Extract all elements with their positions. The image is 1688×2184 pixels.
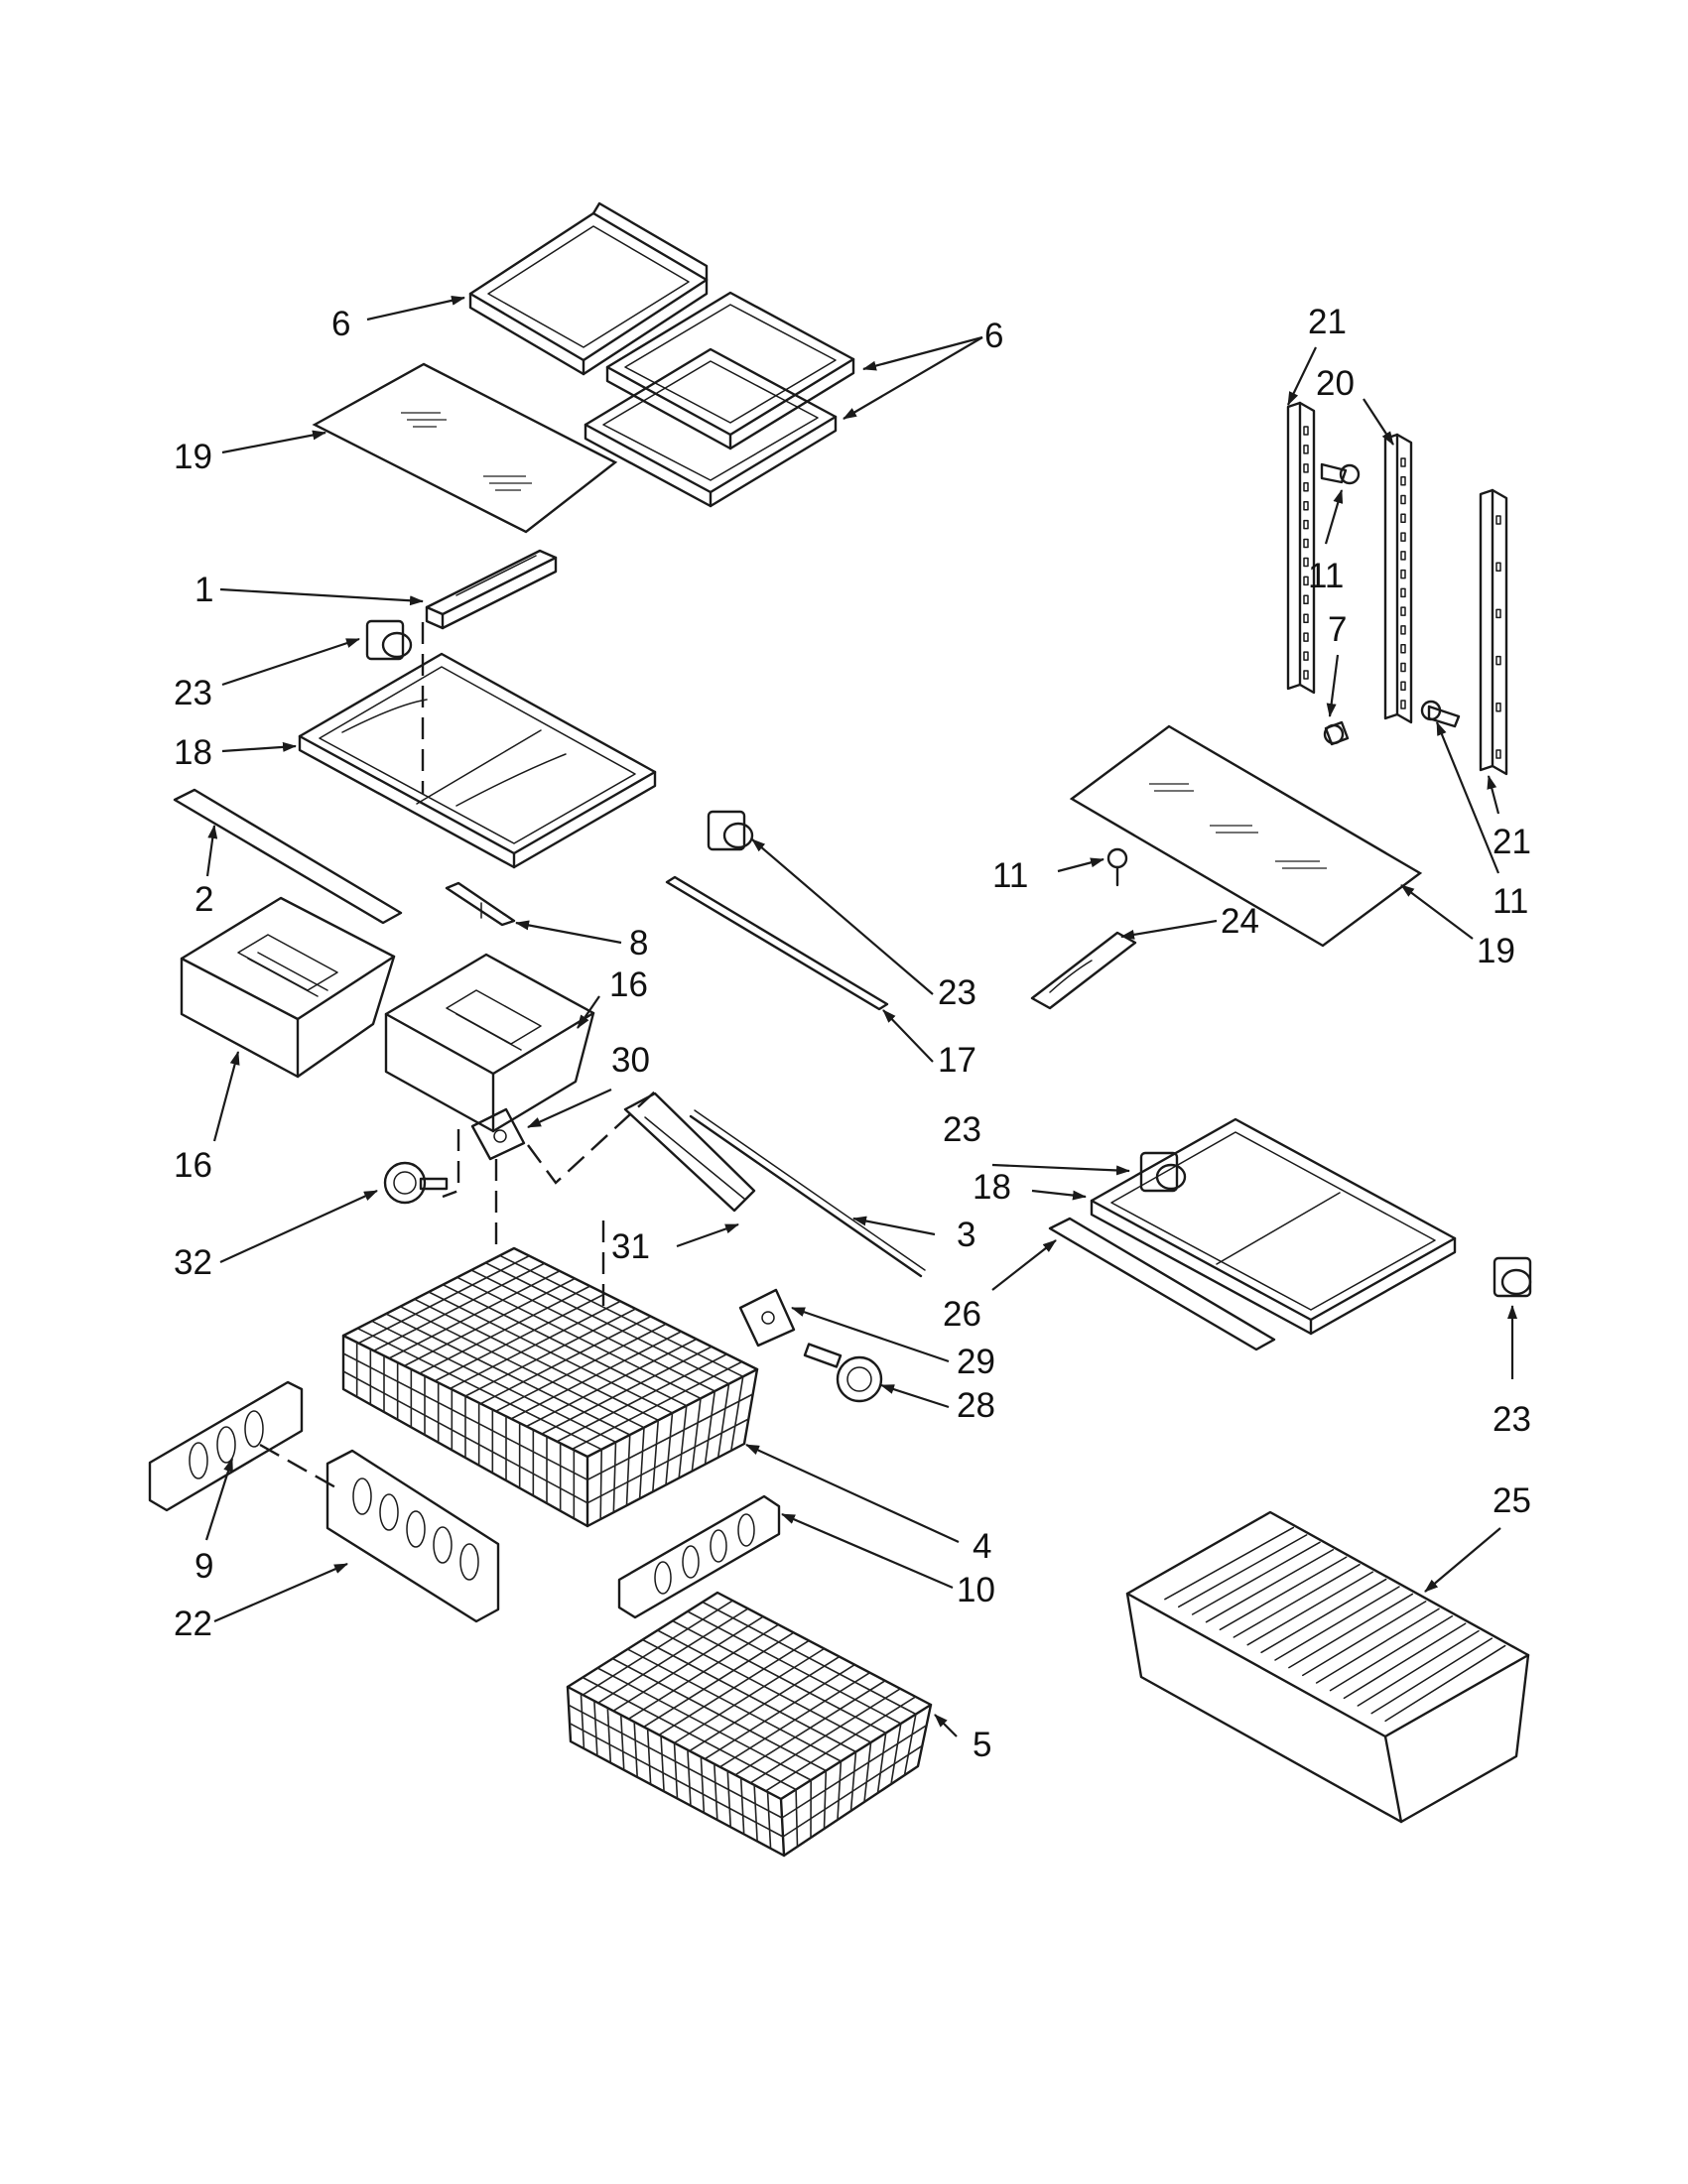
callout-8: 8 bbox=[629, 924, 648, 963]
callout-16: 16 bbox=[174, 1146, 212, 1185]
callout-11: 11 bbox=[992, 856, 1028, 895]
part-shelf-frame-right-bottom bbox=[584, 347, 838, 508]
part-bracket-30 bbox=[470, 1107, 526, 1161]
part-crisper-cover-left bbox=[298, 652, 657, 869]
callout-2: 2 bbox=[195, 880, 213, 919]
callout-23: 23 bbox=[943, 1110, 981, 1149]
callout-22: 22 bbox=[174, 1605, 212, 1643]
part-divider-rail bbox=[425, 549, 558, 630]
part-rail-21-right bbox=[1479, 488, 1508, 776]
callout-24: 24 bbox=[1221, 902, 1259, 941]
part-end-cap-10 bbox=[617, 1494, 781, 1619]
callout-5: 5 bbox=[973, 1726, 991, 1764]
part-screw-11-upper bbox=[1320, 462, 1361, 485]
part-shelf-frame-upper bbox=[468, 201, 709, 376]
callout-18: 18 bbox=[973, 1168, 1011, 1207]
part-crisper-drawer-right bbox=[384, 953, 595, 1133]
part-bracket-bar bbox=[1030, 931, 1137, 1010]
part-trim-strip-right bbox=[1048, 1217, 1276, 1351]
callout-4: 4 bbox=[973, 1527, 991, 1566]
part-crisper-cover-right bbox=[1090, 1117, 1457, 1336]
part-divider-panel bbox=[325, 1449, 500, 1623]
part-rail-21-left bbox=[1286, 401, 1316, 695]
part-long-rod bbox=[689, 1109, 926, 1278]
part-clip bbox=[445, 881, 516, 927]
callout-11: 11 bbox=[1308, 557, 1344, 595]
callout-6: 6 bbox=[984, 317, 1003, 355]
part-glass-shelf-right bbox=[1069, 724, 1423, 948]
callout-19: 19 bbox=[1477, 932, 1515, 970]
part-screw-7 bbox=[1323, 720, 1350, 746]
callout-25: 25 bbox=[1493, 1481, 1531, 1520]
part-bracket-29 bbox=[738, 1288, 796, 1348]
callout-29: 29 bbox=[957, 1343, 995, 1381]
callout-16: 16 bbox=[609, 965, 648, 1004]
part-end-cap-9 bbox=[148, 1380, 304, 1512]
callout-17: 17 bbox=[938, 1041, 976, 1080]
callout-11: 11 bbox=[1493, 882, 1528, 921]
callout-6: 6 bbox=[331, 305, 350, 343]
callout-21: 21 bbox=[1493, 823, 1531, 861]
part-crisper-drawer-left bbox=[180, 896, 396, 1079]
part-gear-32 bbox=[383, 1161, 449, 1205]
part-shelf-frame-right-top bbox=[605, 291, 855, 450]
part-screw-11-lower bbox=[1106, 847, 1128, 887]
part-screw-11-right bbox=[1420, 700, 1461, 728]
callout-labels: 6 6 19 1 23 18 2 8 16 16 23 17 30 32 31 … bbox=[174, 303, 1531, 1764]
callout-10: 10 bbox=[957, 1571, 995, 1609]
callout-23: 23 bbox=[174, 674, 212, 712]
part-rod bbox=[665, 875, 889, 1011]
callout-18: 18 bbox=[174, 733, 212, 772]
part-trim-strip-left bbox=[173, 788, 403, 925]
part-wire-basket-upper bbox=[341, 1246, 759, 1528]
part-rail-20 bbox=[1383, 433, 1413, 724]
callout-21: 21 bbox=[1308, 303, 1347, 341]
part-slide-arm bbox=[623, 1092, 756, 1213]
part-wire-basket-lower bbox=[566, 1591, 933, 1858]
part-support-cap-3 bbox=[1139, 1151, 1187, 1193]
callout-28: 28 bbox=[957, 1386, 995, 1425]
callout-20: 20 bbox=[1316, 364, 1355, 403]
part-support-cap-2 bbox=[707, 810, 754, 851]
part-glass-shelf-left bbox=[312, 362, 618, 534]
callout-7: 7 bbox=[1328, 610, 1347, 649]
part-bottom-pan bbox=[1125, 1510, 1530, 1824]
part-gear-28 bbox=[803, 1343, 883, 1403]
callout-1: 1 bbox=[195, 571, 213, 609]
callout-9: 9 bbox=[195, 1547, 213, 1586]
callout-3: 3 bbox=[957, 1216, 975, 1254]
callout-19: 19 bbox=[174, 438, 212, 476]
callout-23: 23 bbox=[938, 973, 976, 1012]
callout-23: 23 bbox=[1493, 1400, 1531, 1439]
part-support-cap-4 bbox=[1493, 1256, 1532, 1298]
callout-31: 31 bbox=[611, 1227, 650, 1266]
leader-lines bbox=[204, 295, 1517, 1737]
callout-32: 32 bbox=[174, 1243, 212, 1282]
callout-30: 30 bbox=[611, 1041, 650, 1080]
part-support-cap-1 bbox=[365, 619, 413, 661]
callout-26: 26 bbox=[943, 1295, 981, 1334]
